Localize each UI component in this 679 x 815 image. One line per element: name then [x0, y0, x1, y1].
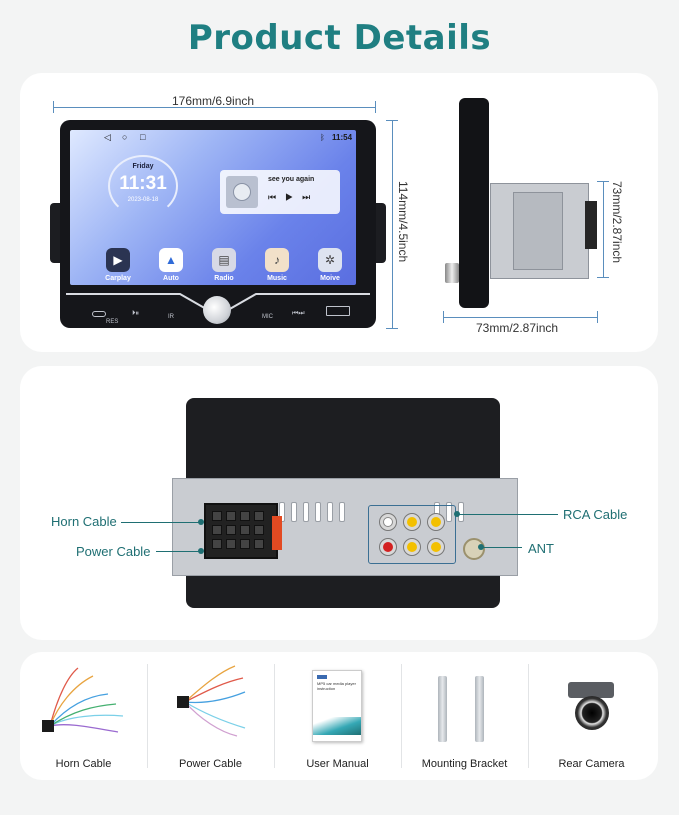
callout-horn-cable: Horn Cable	[51, 514, 117, 529]
callout-ant: ANT	[528, 541, 554, 556]
stereo-front: ◁ ○ □ ᛒ 11:54 Friday 11:31 2023-08-18 se…	[60, 120, 376, 328]
front-bezel: RES ⏵⏸ IR MIC ⏮⏭	[60, 290, 376, 328]
res-button[interactable]: RES	[106, 319, 119, 325]
manual-booklet-icon: MP5 car media player instruction	[312, 670, 362, 742]
music-note-icon: ♪	[265, 248, 289, 272]
app-auto[interactable]: ▲ Auto	[154, 248, 188, 282]
camera-lens	[575, 696, 609, 730]
wire-harness-icon	[177, 665, 246, 737]
usb-port-icon	[326, 306, 350, 316]
song-title: see you again	[268, 176, 315, 183]
side-view-face	[459, 98, 489, 308]
fuse	[272, 516, 282, 550]
play-pause-button[interactable]: ⏵⏸	[132, 310, 139, 317]
manual-logo	[317, 675, 327, 679]
app-label: Moive	[320, 275, 340, 282]
volume-knob[interactable]	[203, 296, 231, 324]
film-reel-icon: ✲	[318, 248, 342, 272]
rear-panel: Horn Cable Power Cable RCA Cable ANT	[20, 366, 658, 640]
accessory-label: Mounting Bracket	[421, 758, 508, 770]
side-height-line	[603, 181, 604, 277]
recents-icon[interactable]: □	[140, 132, 146, 142]
width-label: 176mm/6.9inch	[172, 94, 255, 108]
rca-port-group	[368, 505, 456, 564]
clock-date: 2023-08-18	[127, 197, 159, 203]
page-title: Product Details	[187, 18, 492, 58]
mic-hole: MIC	[262, 314, 273, 320]
app-label: Radio	[214, 275, 234, 282]
ir-sensor: IR	[168, 314, 174, 320]
playback-controls[interactable]: ⏮▶⏭	[268, 192, 319, 203]
bluetooth-icon: ᛒ	[320, 133, 325, 142]
previous-icon[interactable]: ⏮	[268, 192, 286, 202]
skip-button[interactable]: ⏮⏭	[292, 310, 305, 317]
app-label: Music	[267, 275, 287, 282]
side-knob	[445, 263, 459, 283]
callout-power-cable: Power Cable	[76, 544, 151, 559]
home-icon[interactable]: ○	[122, 132, 128, 142]
dimensions-panel: 176mm/6.9inch 114mm/4.5inch ◁ ○ □ ᛒ 11:5…	[20, 73, 658, 352]
accessory-label: Power Cable	[179, 758, 242, 770]
carplay-icon: ▶	[106, 248, 130, 272]
antenna-port	[463, 538, 485, 560]
app-label: Auto	[163, 275, 179, 282]
height-label: 114mm/4.5inch	[396, 181, 410, 263]
width-dimension-line	[53, 107, 375, 108]
radio-icon: ▤	[212, 248, 236, 272]
android-auto-icon: ▲	[159, 248, 183, 272]
accessory-label: Horn Cable	[55, 758, 112, 770]
bezel-trim	[66, 293, 370, 311]
back-icon[interactable]: ◁	[104, 132, 111, 142]
app-music[interactable]: ♪ Music	[260, 248, 294, 282]
camera-icon	[568, 682, 614, 698]
wire-harness-icon	[42, 667, 124, 733]
app-label: Carplay	[105, 275, 131, 282]
app-movie[interactable]: ✲ Moive	[313, 248, 347, 282]
bracket-icon	[475, 676, 484, 742]
clock-ring	[108, 155, 178, 217]
depth-label: 73mm/2.87inch	[476, 321, 559, 335]
status-bar: ◁ ○ □ ᛒ 11:54	[70, 130, 356, 144]
clock-day: Friday	[132, 163, 154, 170]
height-dimension-line	[392, 120, 393, 328]
clock-time: 11:31	[119, 173, 167, 194]
callout-rca-cable: RCA Cable	[563, 507, 628, 522]
next-icon[interactable]: ⏭	[302, 192, 320, 202]
music-widget[interactable]: see you again ⏮▶⏭	[220, 170, 340, 214]
bracket-icon	[438, 676, 447, 742]
clock-widget[interactable]: Friday 11:31 2023-08-18	[108, 155, 178, 217]
accessory-label: Rear Camera	[558, 758, 625, 770]
manual-cover-text: MP5 car media player instruction	[317, 681, 356, 691]
accessories-panel: Horn Cable Power Cable MP5 car media pla…	[20, 652, 658, 780]
side-height-label: 73mm/2.87inch	[610, 181, 624, 264]
status-time: 11:54	[332, 133, 353, 142]
album-disc-icon	[226, 176, 258, 208]
accessory-label: User Manual	[306, 758, 369, 770]
touch-screen[interactable]: ◁ ○ □ ᛒ 11:54 Friday 11:31 2023-08-18 se…	[70, 130, 356, 285]
app-carplay[interactable]: ▶ Carplay	[101, 248, 135, 282]
depth-line	[443, 317, 597, 318]
side-view-chassis	[490, 183, 589, 279]
app-radio[interactable]: ▤ Radio	[207, 248, 241, 282]
usb-c-port-icon	[92, 311, 106, 317]
side-connector	[585, 201, 597, 249]
manual-wave	[313, 717, 361, 735]
iso-connector	[204, 503, 278, 559]
play-icon[interactable]: ▶	[285, 192, 303, 202]
